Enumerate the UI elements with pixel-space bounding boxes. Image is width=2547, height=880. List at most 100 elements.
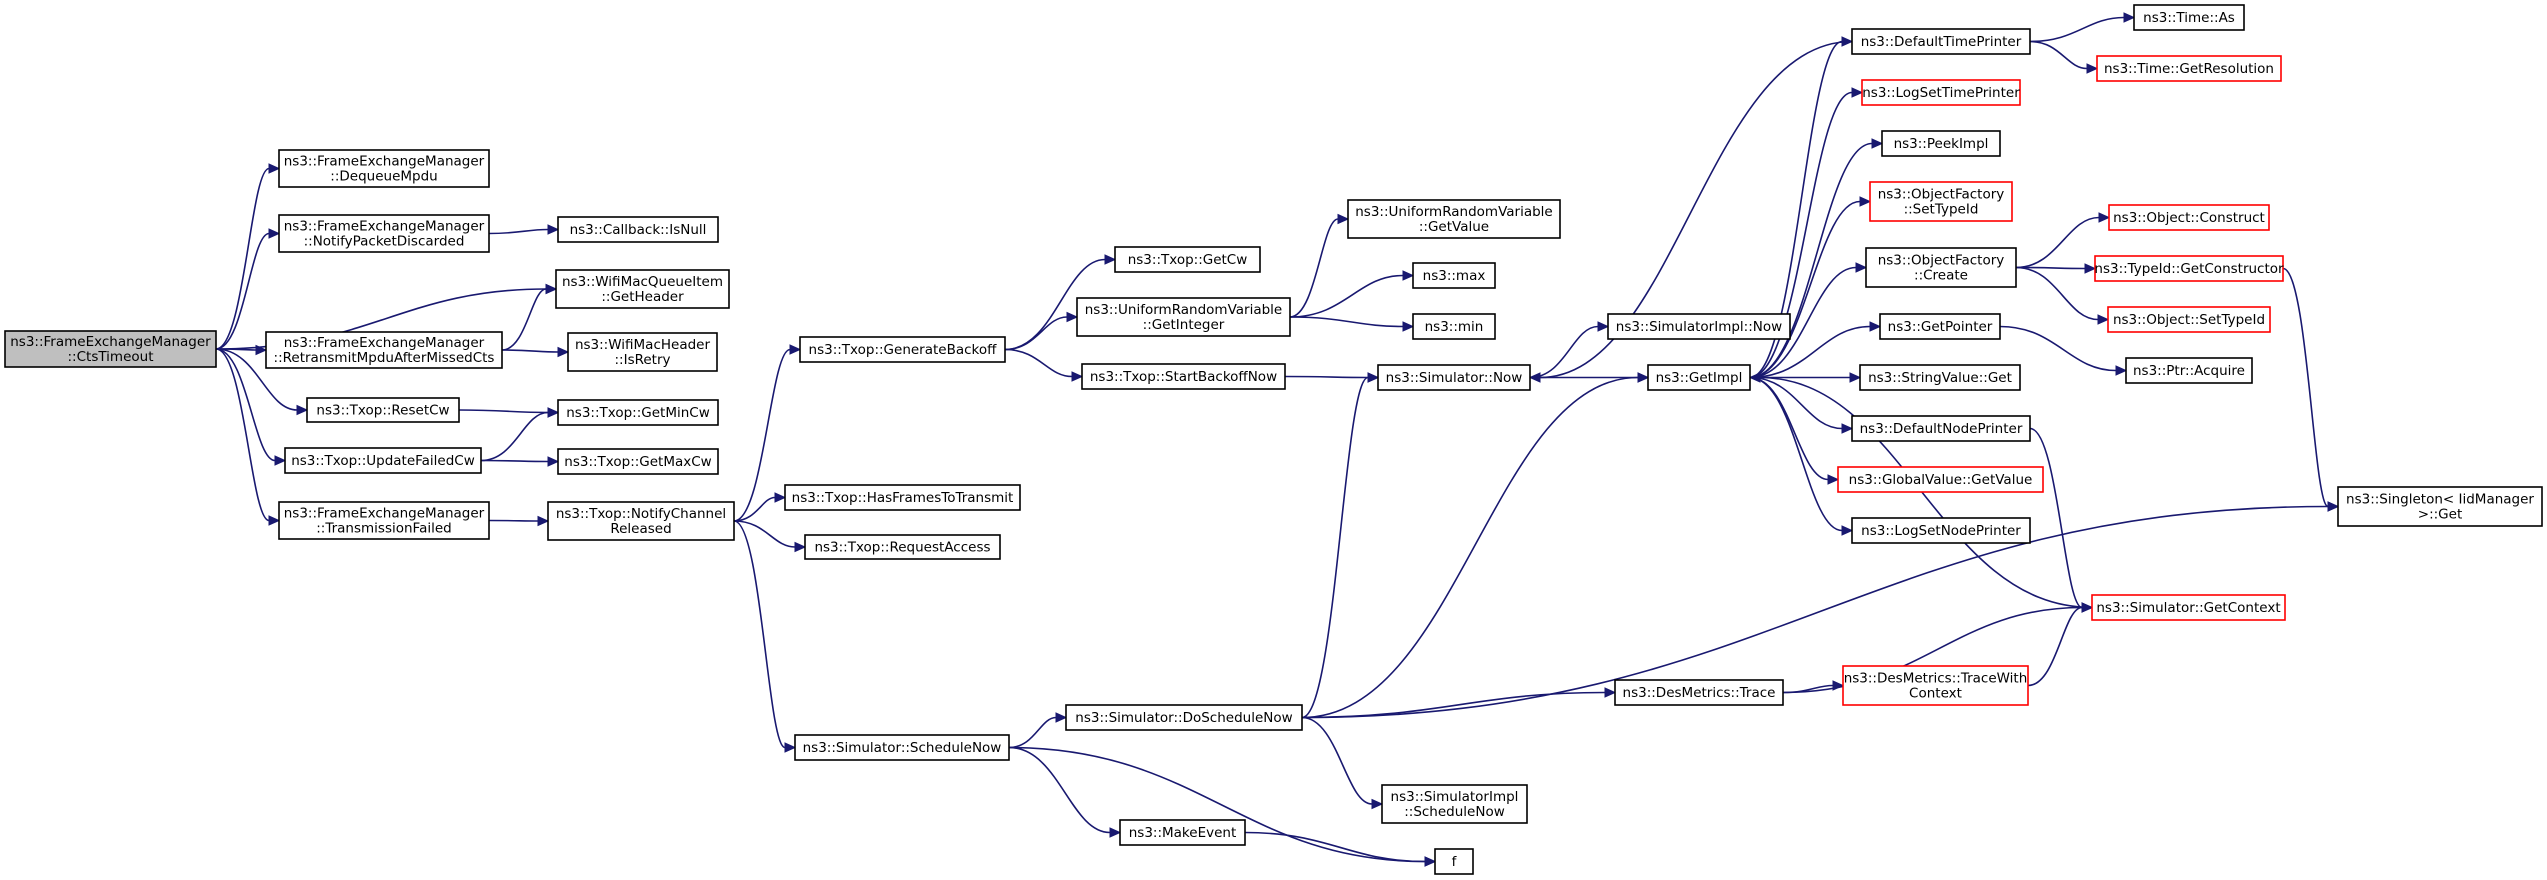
node-box (1842, 665, 2029, 706)
node-doschednow[interactable]: ns3::Simulator::DoScheduleNow (1065, 704, 1303, 731)
node-label-line: ns3::Time::As (2143, 10, 2235, 26)
node-getheader[interactable]: ns3::WifiMacQueueItem::GetHeader (555, 269, 730, 309)
call-edge-updatefailed-to-getmincw (480, 407, 560, 462)
call-edge-getimpl-to-logsettime (1749, 87, 1864, 379)
node-isretry[interactable]: ns3::WifiMacHeader::IsRetry (567, 332, 718, 372)
node-urvint[interactable]: ns3::UniformRandomVariable::GetInteger (1076, 297, 1291, 337)
node-label-line: >::Get (2418, 507, 2462, 523)
edge-line (215, 348, 298, 411)
node-startbackoff[interactable]: ns3::Txop::StartBackoffNow (1081, 363, 1286, 390)
edge-line (2015, 266, 2099, 321)
node-simnow[interactable]: ns3::Simulator::Now (1377, 364, 1531, 391)
node-logsettime[interactable]: ns3::LogSetTimePrinter (1861, 79, 2021, 106)
node-label-line: ns3::FrameExchangeManager (10, 334, 211, 350)
node-defaultnode[interactable]: ns3::DefaultNodePrinter (1851, 415, 2031, 442)
node-ofcreate[interactable]: ns3::ObjectFactory::Create (1865, 247, 2017, 288)
node-objconstruct[interactable]: ns3::Object::Construct (2108, 204, 2270, 231)
edge-line (488, 519, 539, 522)
node-trace[interactable]: ns3::DesMetrics::Trace (1614, 679, 1784, 706)
node-label-line: ::IsRetry (614, 352, 670, 368)
node-updatefailed[interactable]: ns3::Txop::UpdateFailedCw (284, 447, 482, 474)
node-label-line: ns3::Txop::RequestAccess (814, 540, 990, 556)
node-peekimpl[interactable]: ns3::PeekImpl (1881, 130, 2001, 157)
node-dequeue[interactable]: ns3::FrameExchangeManager::DequeueMpdu (278, 149, 490, 188)
edge-arrowhead (296, 404, 309, 416)
edge-arrowhead (1055, 712, 1068, 723)
edge-line (1289, 316, 1404, 328)
node-ptracquire[interactable]: ns3::Ptr::Acquire (2125, 357, 2253, 384)
edge-line (1749, 142, 1873, 379)
node-globalget[interactable]: ns3::GlobalValue::GetValue (1837, 466, 2044, 493)
edge-line (2015, 216, 2100, 269)
call-edge-doschednow-to-simimplsched (1301, 716, 1384, 810)
edge-arrowhead (255, 344, 268, 356)
node-label-line: ns3::Txop::GetMaxCw (564, 454, 711, 470)
edge-arrowhead (2084, 263, 2097, 274)
node-box (1881, 130, 2001, 157)
node-box (1861, 79, 2021, 106)
node-objsettype[interactable]: ns3::Object::SetTypeId (2107, 306, 2271, 333)
edge-arrowhead (2097, 314, 2110, 325)
node-label-line: ns3::Txop::NotifyChannel (556, 506, 726, 522)
node-label-line: ns3::Txop::GenerateBackoff (809, 342, 998, 358)
node-genbackoff[interactable]: ns3::Txop::GenerateBackoff (799, 336, 1006, 363)
node-urvval[interactable]: ns3::UniformRandomVariable::GetValue (1347, 199, 1561, 239)
node-singleton[interactable]: ns3::Singleton< IidManager >::Get (2337, 486, 2543, 527)
call-edge-typeidctor-to-singleton (2282, 267, 2340, 512)
node-reqaccess[interactable]: ns3::Txop::RequestAccess (804, 534, 1001, 560)
node-defaulttime[interactable]: ns3::DefaultTimePrinter (1851, 28, 2031, 55)
node-strvalget[interactable]: ns3::StringValue::Get (1859, 364, 2021, 391)
node-typeidctor[interactable]: ns3::TypeId::GetConstructor (2094, 255, 2284, 282)
node-simimplnow[interactable]: ns3::SimulatorImpl::Now (1607, 313, 1791, 340)
node-box (1614, 679, 1784, 706)
node-schednow[interactable]: ns3::Simulator::ScheduleNow (794, 734, 1010, 761)
call-edge-defaultnode-to-getcontext (2029, 427, 2094, 613)
node-isnull[interactable]: ns3::Callback::IsNull (557, 216, 719, 243)
node-getmincw[interactable]: ns3::Txop::GetMinCw (557, 399, 719, 426)
node-label-line: ns3::ObjectFactory (1878, 187, 2005, 203)
node-getimpl[interactable]: ns3::GetImpl (1647, 364, 1751, 391)
node-box (306, 397, 460, 423)
node-transfailed[interactable]: ns3::FrameExchangeManager::TransmissionF… (278, 501, 490, 540)
edge-arrowhead (547, 456, 560, 467)
call-edge-tracectx-to-getcontext (2027, 602, 2094, 687)
node-getmaxcw[interactable]: ns3::Txop::GetMaxCw (557, 448, 719, 475)
edge-line (1008, 716, 1057, 749)
node-simimplsched[interactable]: ns3::SimulatorImpl::ScheduleNow (1381, 784, 1528, 824)
node-label-line: ns3::Txop::StartBackoffNow (1090, 369, 1277, 385)
edge-line (1004, 316, 1068, 351)
edge-line (1529, 325, 1599, 379)
node-getcw[interactable]: ns3::Txop::GetCw (1114, 246, 1261, 273)
node-timeas[interactable]: ns3::Time::As (2133, 4, 2245, 31)
node-retransmit[interactable]: ns3::FrameExchangeManager::RetransmitMpd… (265, 331, 503, 369)
node-ofsettype[interactable]: ns3::ObjectFactory::SetTypeId (1869, 181, 2013, 222)
edge-arrowhead (2098, 212, 2111, 223)
node-max[interactable]: ns3::max (1412, 262, 1496, 289)
node-f[interactable]: f (1434, 848, 1474, 875)
node-logsetnode[interactable]: ns3::LogSetNodePrinter (1851, 517, 2031, 544)
node-hasframes[interactable]: ns3::Txop::HasFramesToTransmit (784, 484, 1021, 511)
node-getcontext[interactable]: ns3::Simulator::GetContext (2091, 594, 2286, 621)
edge-line (1749, 325, 1871, 379)
node-box (2133, 4, 2245, 31)
edge-line (1539, 40, 1853, 379)
edge-arrowhead (537, 515, 550, 527)
node-notifydisc[interactable]: ns3::FrameExchangeManager::NotifyPacketD… (278, 214, 490, 253)
node-makeevent[interactable]: ns3::MakeEvent (1119, 819, 1246, 846)
edge-line (1004, 348, 1073, 378)
node-label-line: ns3::MakeEvent (1129, 825, 1237, 841)
node-getpointer[interactable]: ns3::GetPointer (1879, 313, 2001, 340)
edge-arrowhead (1851, 87, 1864, 98)
edge-arrowhead (268, 228, 281, 239)
node-min[interactable]: ns3::min (1412, 313, 1496, 340)
edge-line (1749, 376, 1843, 532)
node-resetcw[interactable]: ns3::Txop::ResetCw (306, 397, 460, 423)
node-label-line: ns3::PeekImpl (1894, 136, 1989, 152)
node-label-line: ns3::min (1425, 319, 1484, 335)
node-timeres[interactable]: ns3::Time::GetResolution (2096, 55, 2282, 82)
node-box (1859, 364, 2021, 391)
call-edge-cts-to-notifydisc (215, 228, 281, 350)
